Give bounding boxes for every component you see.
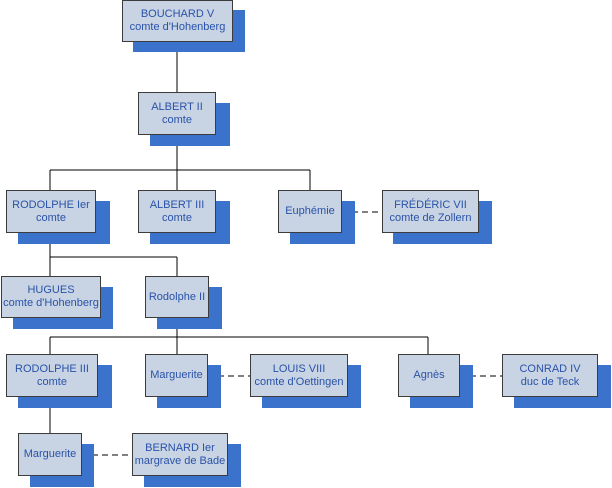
node-name: BERNARD Ier <box>145 441 215 454</box>
node-albert-ii[interactable]: ALBERT II comte <box>138 92 216 135</box>
node-title: comte <box>36 211 66 224</box>
node-rodolphe-iii[interactable]: RODOLPHE III comte <box>6 354 98 397</box>
node-marguerite-2[interactable]: Marguerite <box>18 433 82 476</box>
node-name: RODOLPHE III <box>15 362 89 375</box>
node-name: HUGUES <box>27 284 75 296</box>
node-name: ALBERT II <box>151 100 203 113</box>
node-title: comte <box>162 211 192 224</box>
node-name: CONRAD IV <box>519 362 581 375</box>
node-bouchard-v[interactable]: BOUCHARD V comte d'Hohenberg <box>122 0 233 42</box>
node-title: comte <box>37 375 67 388</box>
node-albert-iii[interactable]: ALBERT III comte <box>138 190 216 233</box>
node-rodolphe-i[interactable]: RODOLPHE Ier comte <box>6 190 96 233</box>
node-title: margrave de Bade <box>134 454 226 467</box>
node-title: comte d'Oettingen <box>254 375 344 388</box>
node-name: BOUCHARD V <box>140 8 215 20</box>
node-bernard-i[interactable]: BERNARD Ier margrave de Bade <box>132 433 228 476</box>
node-name: ALBERT III <box>149 198 205 211</box>
node-name: Agnès <box>413 369 445 381</box>
node-title: duc de Teck <box>520 375 580 388</box>
node-conrad-iv[interactable]: CONRAD IV duc de Teck <box>502 354 598 397</box>
node-title: comte d'Hohenberg <box>3 297 99 309</box>
node-name: Marguerite <box>23 448 77 460</box>
node-name: FRÉDÉRIC VII <box>394 198 467 211</box>
node-rodolphe-ii[interactable]: Rodolphe II <box>145 276 209 318</box>
node-title: comte d'Hohenberg <box>129 21 226 33</box>
node-title: comte de Zollern <box>389 211 472 224</box>
node-title: comte <box>162 113 192 126</box>
node-agnes[interactable]: Agnès <box>398 354 460 397</box>
node-name: Rodolphe II <box>148 290 206 303</box>
node-louis-viii[interactable]: LOUIS VIII comte d'Oettingen <box>250 354 348 397</box>
node-name: RODOLPHE Ier <box>12 198 90 211</box>
node-frederic-vii[interactable]: FRÉDÉRIC VII comte de Zollern <box>382 190 479 233</box>
node-marguerite-1[interactable]: Marguerite <box>145 354 208 397</box>
node-euphemie[interactable]: Euphémie <box>278 190 342 233</box>
node-hugues[interactable]: HUGUES comte d'Hohenberg <box>1 276 101 318</box>
node-name: LOUIS VIII <box>272 362 326 375</box>
node-name: Marguerite <box>150 369 203 381</box>
node-name: Euphémie <box>285 205 335 217</box>
